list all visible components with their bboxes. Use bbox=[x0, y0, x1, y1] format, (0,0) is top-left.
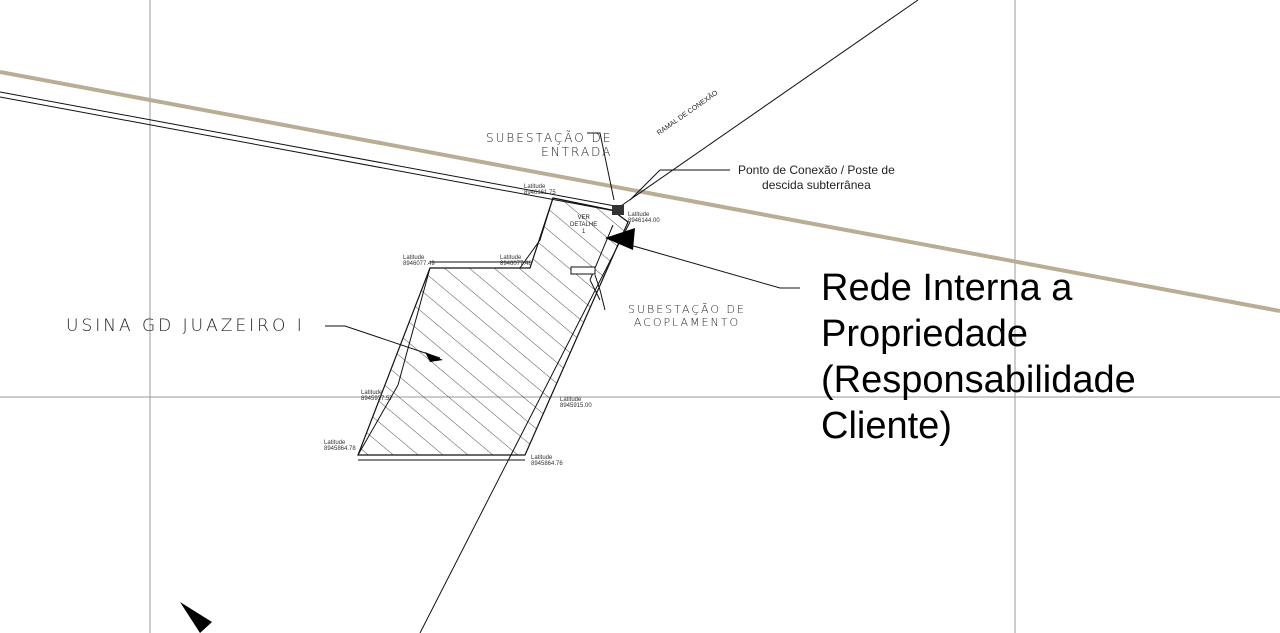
coord-value: 8946077.49 bbox=[403, 261, 435, 267]
subestacao-entrada-box bbox=[612, 205, 624, 215]
label-line: DETALHE bbox=[570, 222, 598, 228]
coord-name: Latitude bbox=[628, 212, 650, 218]
subestacao-acoplamento-box bbox=[570, 266, 596, 275]
label-line: SUBESTAÇÃO DE bbox=[486, 131, 613, 145]
ver-detalhe-label: VER DETALHE 1 bbox=[570, 215, 597, 236]
boundary-lines bbox=[357, 197, 631, 633]
label-line: Cliente) bbox=[821, 405, 952, 447]
subestacao-entrada-label: SUBESTAÇÃO DE ENTRADA bbox=[486, 131, 612, 159]
coord-name: Latitude bbox=[500, 255, 522, 261]
label-line: SUBESTAÇÃO DE bbox=[628, 303, 746, 316]
north-arrow bbox=[180, 602, 212, 633]
coord-value: 8946077.48 bbox=[500, 261, 532, 267]
label-line: 1 bbox=[581, 229, 586, 235]
coord-name: Latitude bbox=[524, 184, 546, 190]
label-line: Ponto de Conexão / Poste de bbox=[738, 163, 895, 177]
coord-name: Latitude bbox=[324, 440, 346, 446]
label-line: VER bbox=[577, 215, 590, 221]
label-line: ENTRADA bbox=[541, 145, 613, 159]
coord-name: Latitude bbox=[531, 455, 553, 461]
arrow-head bbox=[425, 352, 443, 362]
label-line: Propriedade bbox=[821, 313, 1029, 355]
label-line: ACOPLAMENTO bbox=[633, 316, 741, 329]
boundary-double-line bbox=[0, 91, 616, 212]
coord-value: 8945864.76 bbox=[531, 461, 563, 467]
ponto-conexao-label: Ponto de Conexão / Poste de descida subt… bbox=[738, 163, 895, 193]
coord-name: Latitude bbox=[403, 255, 425, 261]
label-line: Rede Interna a bbox=[821, 267, 1073, 309]
coord-value: 8945915.00 bbox=[560, 403, 592, 409]
coord-value: 8946161.75 bbox=[524, 190, 556, 196]
usina-label: USINA GD JUAZEIRO I bbox=[66, 316, 305, 336]
coord-value: 8945864.78 bbox=[324, 446, 356, 452]
rede-interna-label: Rede Interna a Propriedade (Responsabili… bbox=[821, 265, 1136, 449]
coord-name: Latitude bbox=[560, 397, 582, 403]
label-line: descida subterrânea bbox=[762, 178, 871, 192]
arrow-head bbox=[605, 228, 635, 250]
coord-value: 8946144.00 bbox=[628, 218, 660, 224]
coord-value: 8945937.57 bbox=[361, 396, 393, 402]
label-line: (Responsabilidade bbox=[821, 359, 1136, 401]
leader-lines bbox=[325, 132, 800, 359]
road-line bbox=[0, 70, 1280, 313]
subestacao-acoplamento-label: SUBESTAÇÃO DE ACOPLAMENTO bbox=[628, 303, 746, 329]
coord-name: Latitude bbox=[361, 390, 383, 396]
plant-area bbox=[357, 197, 629, 456]
ramal-line bbox=[617, 0, 919, 209]
